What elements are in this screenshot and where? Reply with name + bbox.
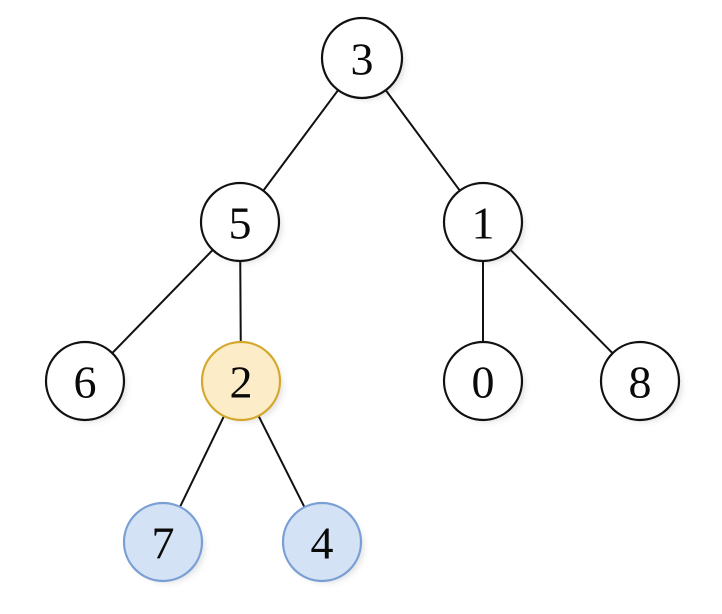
tree-node-6[interactable]: 6: [44, 340, 126, 422]
tree-node-4[interactable]: 4: [281, 501, 363, 583]
tree-node-3[interactable]: 3: [320, 16, 404, 100]
tree-node-5[interactable]: 5: [199, 181, 281, 263]
node-circle[interactable]: [599, 340, 681, 422]
tree-edge: [508, 248, 615, 355]
tree-node-2[interactable]: 2: [200, 340, 282, 422]
tree-edge: [110, 248, 215, 355]
node-circle[interactable]: [442, 181, 524, 263]
tree-node-0[interactable]: 0: [442, 340, 524, 422]
tree-node-1[interactable]: 1: [442, 181, 524, 263]
node-circle[interactable]: [199, 181, 281, 263]
tree-edge: [239, 258, 242, 345]
tree-node-7[interactable]: 7: [122, 501, 204, 583]
node-circle[interactable]: [200, 340, 282, 422]
node-circle[interactable]: [122, 501, 204, 583]
tree-edge: [384, 88, 462, 193]
tree-edge: [261, 88, 340, 193]
tree-edge: [257, 413, 306, 510]
node-circle[interactable]: [281, 501, 363, 583]
node-circle[interactable]: [44, 340, 126, 422]
node-circle[interactable]: [442, 340, 524, 422]
node-circle[interactable]: [320, 16, 404, 100]
tree-node-8[interactable]: 8: [599, 340, 681, 422]
tree-edge: [178, 414, 226, 509]
edges-layer: [110, 88, 615, 510]
